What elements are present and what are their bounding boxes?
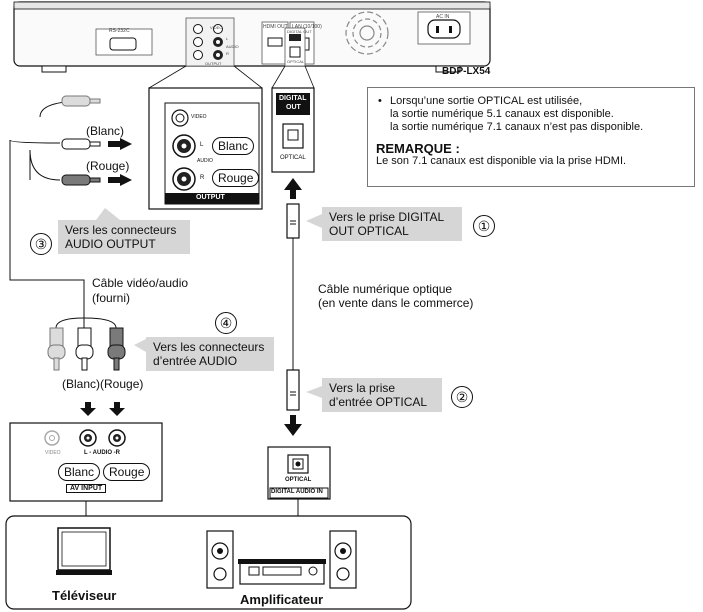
av-input-label: AV INPUT <box>66 484 107 493</box>
step-4-badge: ④ <box>215 312 237 334</box>
rouge-label: (Rouge) <box>86 159 130 173</box>
zoom-video-label: VIDEO <box>191 114 207 120</box>
callout4-line1: Vers les connecteurs <box>153 340 265 354</box>
callout1-line2: OUT OPTICAL <box>329 224 409 238</box>
zoom-digital-label: DIGITAL <box>279 95 307 102</box>
bottom-plugs <box>47 317 146 416</box>
panel-video-label: VIDEO <box>210 25 223 30</box>
panel-l-label: L <box>226 36 229 41</box>
tv-input-panel <box>9 422 163 516</box>
opt-cable-line2: (en vente dans le commerce) <box>318 296 474 310</box>
tv-audio-label: L - AUDIO -R <box>84 450 120 456</box>
zoom-r-label: R <box>200 175 205 181</box>
player-rear-panel <box>13 1 491 73</box>
zoom-l-label: L <box>200 142 204 148</box>
blanc-rouge-label: (Blanc)(Rouge) <box>62 377 144 391</box>
panel-output-label: OUTPUT <box>205 61 222 66</box>
av-cable-line2: (fourni) <box>92 291 131 305</box>
step-3-badge: ③ <box>30 233 52 255</box>
zoom-audio-label: AUDIO <box>197 158 213 164</box>
amp-optical-label: OPTICAL <box>285 477 312 483</box>
panel-r-label: R <box>226 51 229 56</box>
step-1-badge: ① <box>473 215 495 237</box>
zoom-blanc-pill: Blanc <box>212 137 255 155</box>
callout-optical-input: Vers la prise d’entrée OPTICAL <box>322 378 442 412</box>
panel-audio-label: AUDIO <box>226 44 239 49</box>
callout3-line2: AUDIO OUTPUT <box>65 237 156 251</box>
hdmi-label: HDMI OUT <box>263 24 288 30</box>
callout1-line1: Vers le prise DIGITAL <box>329 210 445 224</box>
panel-optical-label: OPTICAL <box>287 59 305 64</box>
av-cable-line1: Câble vidéo/audio <box>92 276 189 290</box>
ac-in-label: AC IN <box>436 14 450 20</box>
optical-cable <box>284 178 322 436</box>
zoom-optical-label: OPTICAL <box>280 155 306 161</box>
amp-input-panel <box>267 446 331 516</box>
zoom-output-label: OUTPUT <box>196 194 225 201</box>
model-label: BDP-LX54 <box>442 66 491 77</box>
callout3-line1: Vers les connecteurs <box>65 223 177 237</box>
rs232c-label: RS-232C <box>109 28 130 34</box>
opt-cable-line1: Câble numérique optique <box>318 282 453 296</box>
callout2-line1: Vers la prise <box>329 381 396 395</box>
note-line-1: Lorsqu’une sortie OPTICAL est utilisée, <box>390 95 583 107</box>
note-box: Lorsqu’une sortie OPTICAL est utilisée, … <box>367 87 695 187</box>
devices-box <box>5 515 412 610</box>
step-2-badge: ② <box>451 386 473 408</box>
callout-audio-input: Vers les connecteurs d’entrée AUDIO <box>146 337 274 371</box>
zoom-out-label: OUT <box>286 104 301 111</box>
note-line-2: la sortie numérique 5.1 canaux est dispo… <box>390 108 614 120</box>
blanc-label: (Blanc) <box>86 124 125 138</box>
callout-digital-out: Vers le prise DIGITAL OUT OPTICAL <box>322 207 462 241</box>
callout-audio-output: Vers les connecteurs AUDIO OUTPUT <box>58 220 190 254</box>
note-bullet: Lorsqu’une sortie OPTICAL est utilisée, … <box>376 95 686 134</box>
amp-name: Amplificateur <box>240 592 324 607</box>
tv-video-label: VIDEO <box>45 450 61 456</box>
callout4-line2: d’entrée AUDIO <box>153 354 238 368</box>
panel-digital-out-label: DIGITAL OUT <box>287 29 312 34</box>
tv-blanc-pill: Blanc <box>58 463 101 481</box>
zoom-rouge-pill: Rouge <box>212 169 260 187</box>
zoom-digital-out <box>271 87 315 173</box>
tv-rouge-pill: Rouge <box>103 463 151 481</box>
top-left-plugs <box>9 95 132 318</box>
remark-title: REMARQUE : <box>376 141 460 156</box>
lan-label: LAN (10/100) <box>292 24 322 30</box>
note-line-3: la sortie numérique 7.1 canaux n’est pas… <box>390 121 644 133</box>
tv-name: Téléviseur <box>52 588 117 603</box>
amp-digital-audio-in-label: DIGITAL AUDIO IN <box>271 489 323 495</box>
remark-text: Le son 7.1 canaux est disponible via la … <box>376 155 627 167</box>
callout2-line2: d’entrée OPTICAL <box>329 395 428 409</box>
